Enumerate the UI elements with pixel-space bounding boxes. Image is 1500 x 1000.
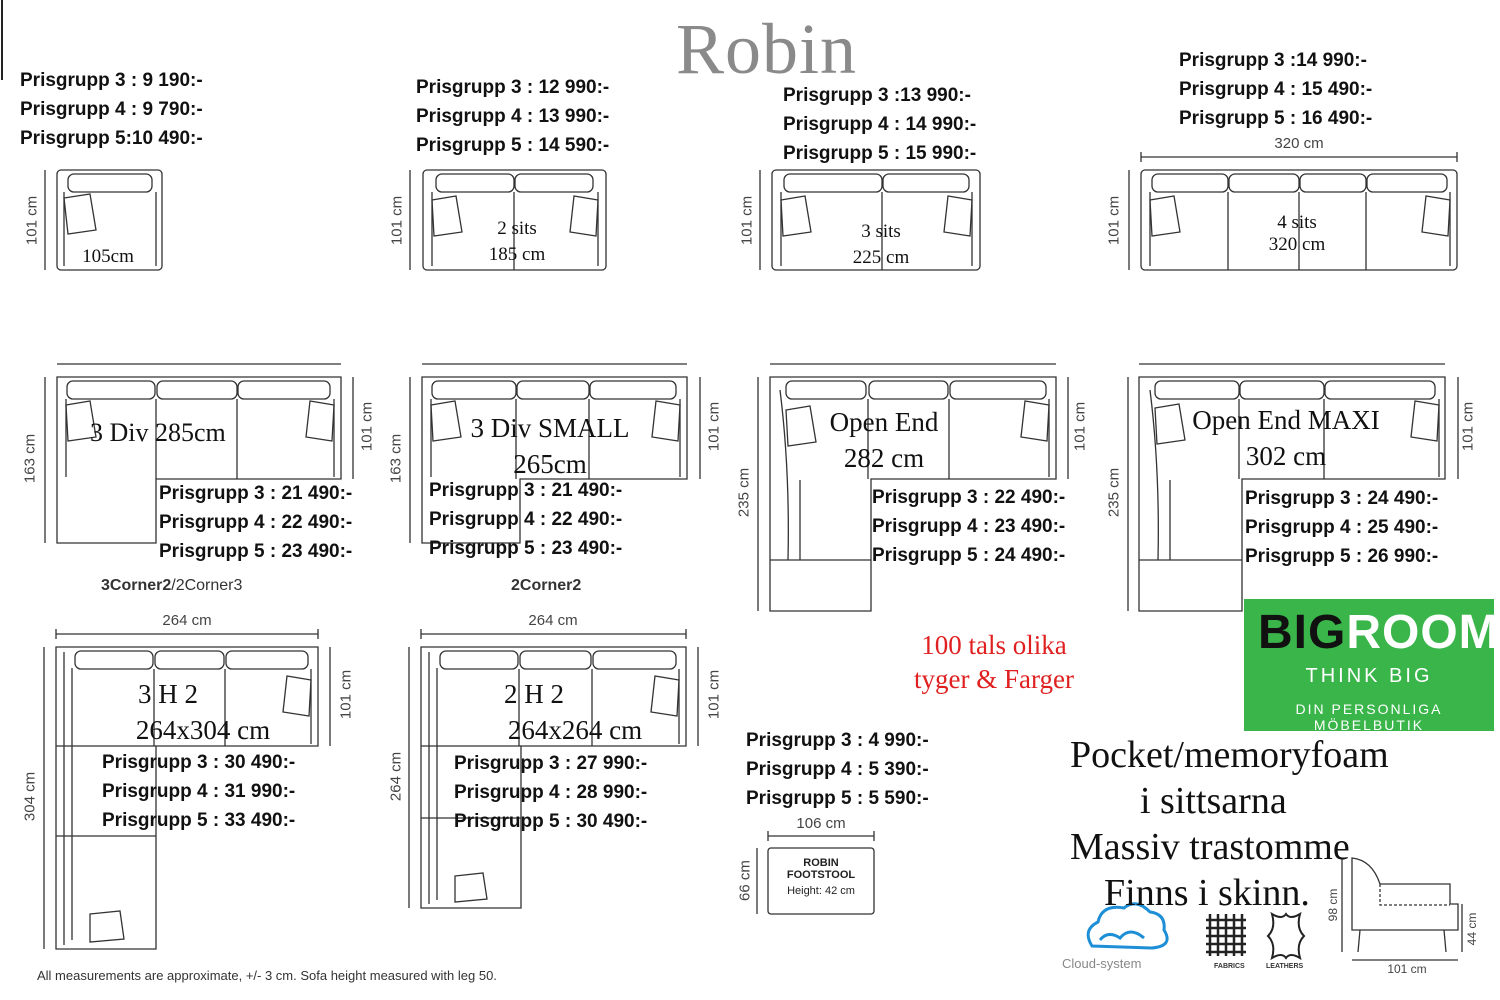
sofa-open-end-maxi-drawing: [1127, 363, 1459, 612]
sofa-2-seat-drawing: [422, 169, 607, 271]
dim-3-div-depth: 163 cm: [21, 433, 39, 484]
sofa-3-div-285-drawing: [44, 363, 354, 544]
bigroom-logo: BIGROOM THINK BIG DIN PERSONLIGA MÖBELBU…: [1244, 599, 1499, 733]
price-block-open-end-maxi: Prisgrupp 3 : 24 490:-Prisgrupp 4 : 25 4…: [1245, 488, 1439, 567]
price-block-2-seat: Prisgrupp 3 : 12 990:-Prisgrupp 4 : 13 9…: [416, 77, 610, 156]
dim-3-div-small-depth: 163 cm: [387, 433, 405, 484]
sofa-3h2-drawing: [43, 629, 331, 950]
feature-text: Pocket/memoryfoam i sittsarna Massiv tra…: [1070, 734, 1389, 914]
price-block-3h2: Prisgrupp 3 : 30 490:-Prisgrupp 4 : 31 9…: [102, 752, 296, 831]
dim-4-seat-width: 320 cm: [1274, 135, 1324, 152]
armchair-drawing: [56, 169, 163, 271]
sofa-4-seat-drawing: [1140, 152, 1458, 271]
dim-armchair-depth: 101 cm: [23, 195, 41, 246]
dim-3h2-width: 264 cm: [162, 612, 212, 629]
price-block-4-seat: Prisgrupp 3 :14 990:-Prisgrupp 4 : 15 49…: [1179, 50, 1373, 129]
page-title: Robin: [676, 9, 858, 89]
dim-2h2-width: 264 cm: [528, 612, 578, 629]
price-block-3-div-285: Prisgrupp 3 : 21 490:-Prisgrupp 4 : 22 4…: [159, 483, 353, 562]
price-block-footstool: Prisgrupp 3 : 4 990:-Prisgrupp 4 : 5 390…: [746, 730, 929, 809]
dim-footstool-width: 106 cm: [796, 815, 846, 832]
cloud-system-label: Cloud-system: [1062, 956, 1142, 971]
dim-3-seat-depth: 101 cm: [738, 195, 756, 246]
dim-2-seat-depth: 101 cm: [388, 195, 406, 246]
corner-label-2h2: 2Corner2: [511, 577, 582, 594]
dim-4-seat-depth: 101 cm: [1105, 195, 1123, 246]
footstool-label: ROBIN FOOTSTOOL Height: 42 cm: [786, 857, 856, 897]
footstool-drawing: [756, 831, 875, 915]
dim-3-div-back-depth: 101 cm: [358, 401, 376, 452]
cloud-icon: [1086, 902, 1169, 950]
price-block-armchair: Prisgrupp 3 : 9 190:-Prisgrupp 4 : 9 790…: [20, 70, 203, 149]
dim-3h2-depth: 304 cm: [21, 771, 39, 822]
sofa-2h2-drawing: [408, 629, 699, 909]
dim-side-seat-height: 44 cm: [1465, 912, 1479, 946]
label-3-div-285: 3 Div 285cm: [90, 418, 226, 447]
dim-2h2-depth: 264 cm: [387, 751, 405, 802]
label-armchair: 105cm: [82, 246, 134, 267]
dim-3h2-back-depth: 101 cm: [337, 669, 355, 720]
price-block-3-seat: Prisgrupp 3 :13 990:-Prisgrupp 4 : 14 99…: [783, 85, 977, 164]
dim-open-end-back-depth: 101 cm: [1071, 401, 1089, 452]
sofa-3-div-small-drawing: [409, 363, 701, 544]
corner-label-3h2: 3Corner2/2Corner3: [101, 577, 243, 594]
dim-open-end-maxi-depth: 235 cm: [1105, 467, 1123, 518]
price-block-2h2: Prisgrupp 3 : 27 990:-Prisgrupp 4 : 28 9…: [454, 753, 648, 832]
fabrics-icon: [1206, 914, 1246, 956]
sofa-3-seat-drawing: [771, 169, 981, 271]
dim-3-div-small-back-depth: 101 cm: [705, 401, 723, 452]
leathers-label: LEATHERS: [1266, 963, 1304, 970]
price-block-open-end: Prisgrupp 3 : 22 490:-Prisgrupp 4 : 23 4…: [872, 487, 1066, 566]
dim-open-end-maxi-back-depth: 101 cm: [1459, 401, 1477, 452]
footer-note: All measurements are approximate, +/- 3 …: [37, 968, 497, 983]
dim-open-end-depth: 235 cm: [735, 467, 753, 518]
leathers-icon: [1266, 911, 1306, 961]
fabrics-label: FABRICS: [1214, 963, 1245, 970]
dim-footstool-depth: 66 cm: [736, 860, 754, 901]
dim-2h2-back-depth: 101 cm: [705, 669, 723, 720]
sofa-open-end-drawing: [757, 363, 1069, 612]
dim-side-depth: 101 cm: [1387, 962, 1427, 976]
price-block-3-div-small: Prisgrupp 3 : 21 490:-Prisgrupp 4 : 22 4…: [429, 480, 623, 559]
side-profile-drawing: [1341, 857, 1463, 961]
